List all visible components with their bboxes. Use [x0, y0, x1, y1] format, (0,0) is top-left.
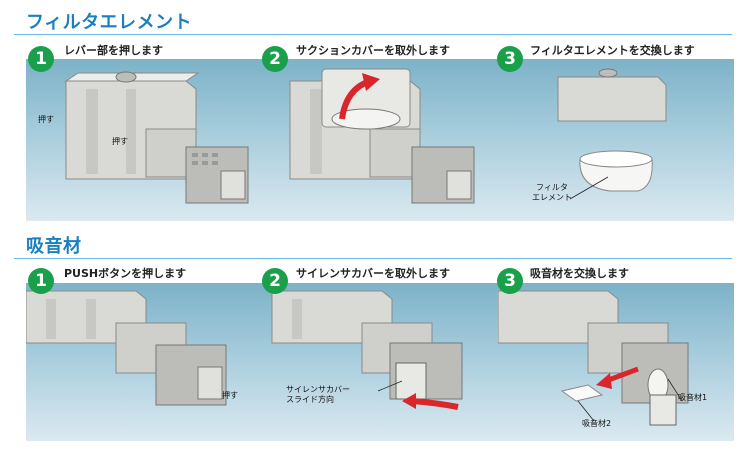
unit-illustration	[557, 68, 667, 200]
step-image-panel: サイレンサカバー スライド方向	[262, 283, 498, 441]
red-arrow	[596, 373, 612, 389]
unit-illustration	[271, 290, 463, 410]
unit-illustration	[64, 71, 249, 204]
unit-illustration	[289, 68, 475, 204]
step-label: レバー部を押します	[64, 44, 163, 57]
section-divider	[14, 258, 732, 259]
step-label: フィルタエレメントを交換します	[530, 44, 695, 57]
step-label: サイレンサカバーを取外します	[296, 267, 450, 280]
callout-push: 押す	[38, 115, 54, 124]
section-divider	[14, 34, 732, 35]
step-badge: 1	[28, 46, 54, 72]
step-image-panel: 押す	[26, 283, 262, 441]
callout-push: 押す	[112, 137, 128, 146]
callout-absorber-2: 吸音材2	[582, 419, 612, 428]
step-label: PUSHボタンを押します	[64, 267, 187, 280]
step-image-panel: フィルタ エレメント	[498, 59, 734, 221]
callout-filter-element: エレメント	[532, 193, 572, 202]
callout-filter-element: フィルタ	[536, 183, 568, 192]
step-image-panel: 吸音材1 吸音材2	[498, 283, 734, 441]
step-badge: 3	[497, 46, 523, 72]
unit-illustration	[26, 290, 227, 406]
unit-illustration	[498, 290, 689, 426]
red-arrow	[402, 393, 416, 409]
step-image-panel	[262, 59, 498, 221]
callout-absorber-1: 吸音材1	[678, 393, 708, 402]
step-label: サクションカバーを取外します	[296, 44, 450, 57]
red-arrow	[362, 73, 380, 91]
step-image-panel: 押す 押す	[26, 59, 262, 221]
step-badge: 2	[262, 268, 288, 294]
section-title-filter: フィルタエレメント	[26, 12, 193, 33]
step-badge: 3	[497, 268, 523, 294]
callout-slide-direction: スライド方向	[286, 395, 334, 404]
step-badge: 1	[28, 268, 54, 294]
section-title-absorber: 吸音材	[26, 236, 82, 257]
callout-silencer-cover: サイレンサカバー	[286, 385, 350, 394]
step-badge: 2	[262, 46, 288, 72]
callout-push: 押す	[222, 391, 238, 400]
step-label: 吸音材を交換します	[530, 267, 629, 280]
